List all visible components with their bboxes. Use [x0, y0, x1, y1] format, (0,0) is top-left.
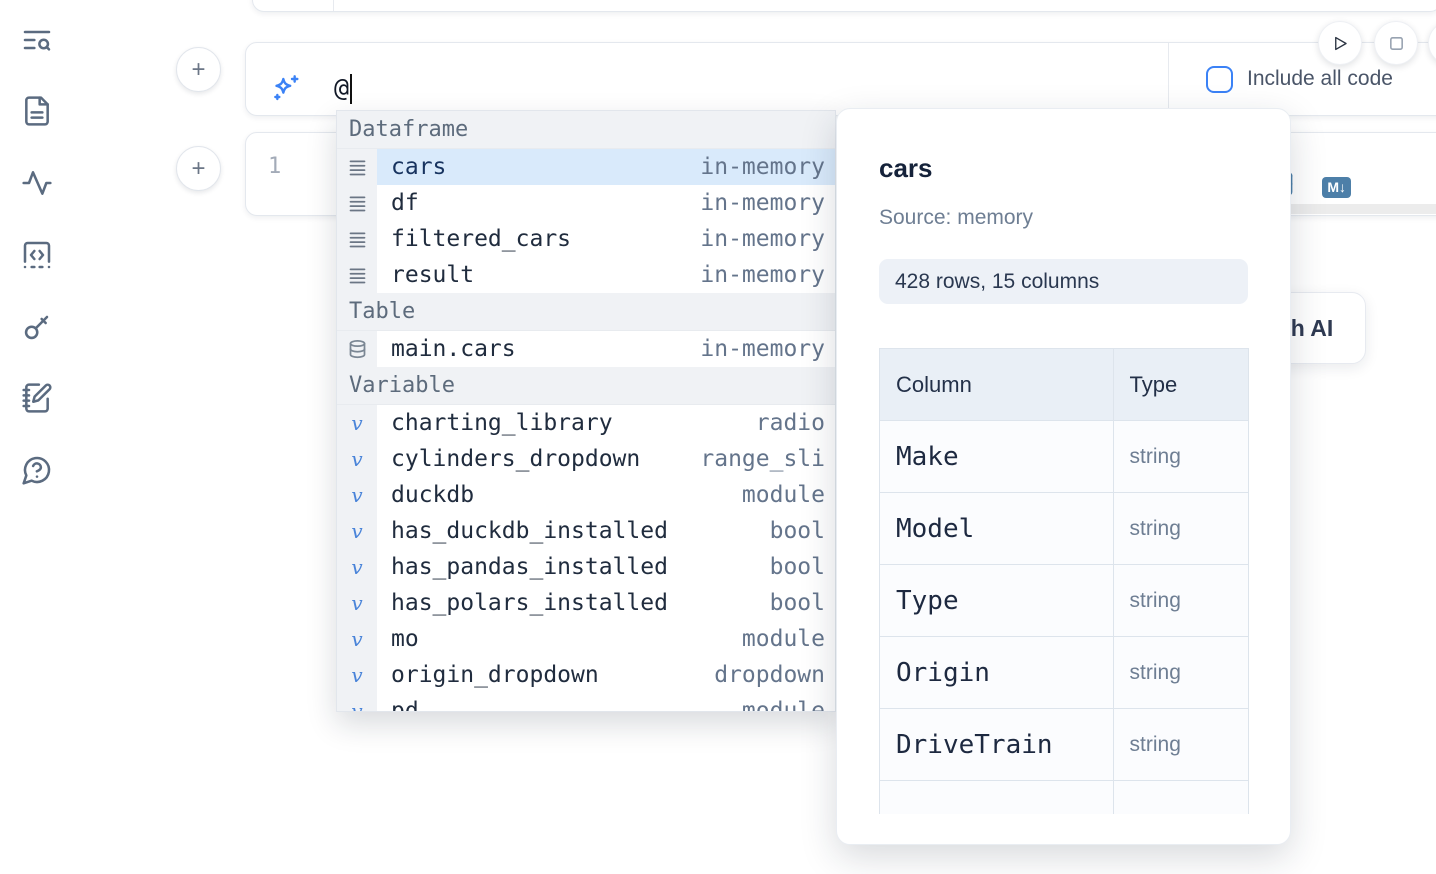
autocomplete-item[interactable]: v charting_library radio	[337, 405, 835, 441]
variable-icon: v	[337, 441, 377, 477]
autocomplete-item[interactable]: v has_pandas_installed bool	[337, 549, 835, 585]
markdown-icon[interactable]: M↓	[1322, 176, 1351, 198]
column-name-cell: DriveTrain	[879, 708, 1114, 781]
variable-icon: v	[337, 621, 377, 657]
line-number: 1	[268, 154, 282, 179]
schema-table-container[interactable]: Column Type Make string Model string Typ…	[879, 348, 1249, 814]
column-name-cell: Type	[879, 564, 1114, 637]
schema-row: DriveTrain string	[879, 708, 1249, 781]
play-icon	[1334, 36, 1347, 50]
schema-table: Column Type Make string Model string Typ…	[879, 348, 1249, 814]
code-snippets-icon	[23, 241, 51, 269]
scratchpad-icon	[22, 383, 52, 413]
shape-badge: 428 rows, 15 columns	[879, 259, 1248, 304]
dataframe-icon	[337, 185, 377, 221]
autocomplete-item[interactable]: v cylinders_dropdown range_sli	[337, 441, 835, 477]
column-type-cell: string	[1112, 492, 1249, 565]
autocomplete-item[interactable]: result in-memory	[337, 257, 835, 293]
include-all-code-checkbox[interactable]	[1206, 65, 1233, 93]
autocomplete-item[interactable]: v duckdb module	[337, 477, 835, 513]
sidebar-item-snippets[interactable]	[20, 238, 54, 272]
dataframe-icon	[337, 221, 377, 257]
column-header: Column	[879, 348, 1114, 421]
stop-cell-button[interactable]	[1374, 21, 1418, 65]
dataframe-preview-panel: cars Source: memory 428 rows, 15 columns…	[836, 108, 1291, 845]
dataframe-icon	[337, 149, 377, 185]
dataframe-icon	[337, 257, 377, 293]
column-type-cell: string	[1112, 636, 1249, 709]
add-cell-button[interactable]: +	[176, 47, 221, 92]
variable-icon: v	[337, 477, 377, 513]
autocomplete-section-header: Variable	[337, 367, 835, 405]
sidebar-item-contents[interactable]	[20, 23, 54, 57]
schema-row: Make string	[879, 420, 1249, 493]
previous-cell	[252, 0, 1436, 12]
column-type-cell: string	[1112, 708, 1249, 781]
text-cursor	[350, 74, 353, 104]
run-cell-button[interactable]	[1318, 21, 1362, 65]
sparkles-icon	[274, 75, 299, 101]
include-all-code-label: Include all code	[1247, 67, 1393, 90]
add-cell-button[interactable]: +	[176, 146, 221, 191]
sidebar-item-files[interactable]	[20, 94, 54, 128]
autocomplete-section-header: Dataframe	[337, 111, 835, 149]
autocomplete-item[interactable]: v mo module	[337, 621, 835, 657]
variable-icon: v	[337, 549, 377, 585]
autocomplete-item[interactable]: main.cars in-memory	[337, 331, 835, 367]
activity-icon	[22, 171, 52, 195]
variable-icon: v	[337, 513, 377, 549]
type-header: Type	[1112, 348, 1249, 421]
gutter-divider	[333, 0, 334, 11]
autocomplete-item[interactable]: v pd module	[337, 693, 835, 711]
schema-row: Model string	[879, 492, 1249, 565]
document-icon	[25, 96, 49, 126]
variable-icon: v	[337, 405, 377, 441]
schema-row: Type string	[879, 564, 1249, 637]
include-all-code-option[interactable]: Include all code	[1206, 43, 1393, 115]
autocomplete-sections: Dataframe cars in-memory df in-memory fi…	[337, 111, 835, 711]
column-name-cell	[879, 780, 1114, 814]
schema-row: Origin string	[879, 636, 1249, 709]
help-icon	[22, 456, 51, 485]
schema-row	[879, 780, 1249, 814]
input-divider	[1168, 43, 1169, 115]
column-name-cell: Make	[879, 420, 1114, 493]
column-name-cell: Origin	[879, 636, 1114, 709]
autocomplete-item[interactable]: df in-memory	[337, 185, 835, 221]
variable-icon: v	[337, 585, 377, 621]
column-type-cell: string	[1112, 420, 1249, 493]
preview-source: Source: memory	[879, 206, 1034, 229]
autocomplete-item[interactable]: v has_duckdb_installed bool	[337, 513, 835, 549]
database-icon	[337, 331, 377, 367]
column-type-cell	[1112, 780, 1249, 814]
autocomplete-item[interactable]: cars in-memory	[337, 149, 835, 185]
table-of-contents-search-icon	[23, 30, 51, 51]
schema-header-row: Column Type	[879, 348, 1249, 421]
column-type-cell: string	[1112, 564, 1249, 637]
variable-icon: v	[337, 693, 377, 711]
ai-prompt-container: @ Include all code	[245, 42, 1436, 116]
autocomplete-item[interactable]: filtered_cars in-memory	[337, 221, 835, 257]
sidebar-item-help[interactable]	[20, 453, 54, 487]
stop-icon	[1389, 36, 1403, 50]
preview-title: cars	[879, 153, 933, 183]
autocomplete-menu: Dataframe cars in-memory df in-memory fi…	[336, 110, 836, 712]
sidebar-item-tracing[interactable]	[20, 166, 54, 200]
autocomplete-section-header: Table	[337, 293, 835, 331]
keys-icon	[24, 315, 49, 340]
column-name-cell: Model	[879, 492, 1114, 565]
sidebar-item-secrets[interactable]	[20, 310, 54, 344]
ai-prompt-value: @	[334, 73, 350, 102]
ai-prompt-input[interactable]: @	[334, 73, 353, 104]
autocomplete-item[interactable]: v has_polars_installed bool	[337, 585, 835, 621]
autocomplete-item[interactable]: v origin_dropdown dropdown	[337, 657, 835, 693]
sidebar-item-scratchpad[interactable]	[20, 381, 54, 415]
variable-icon: v	[337, 657, 377, 693]
